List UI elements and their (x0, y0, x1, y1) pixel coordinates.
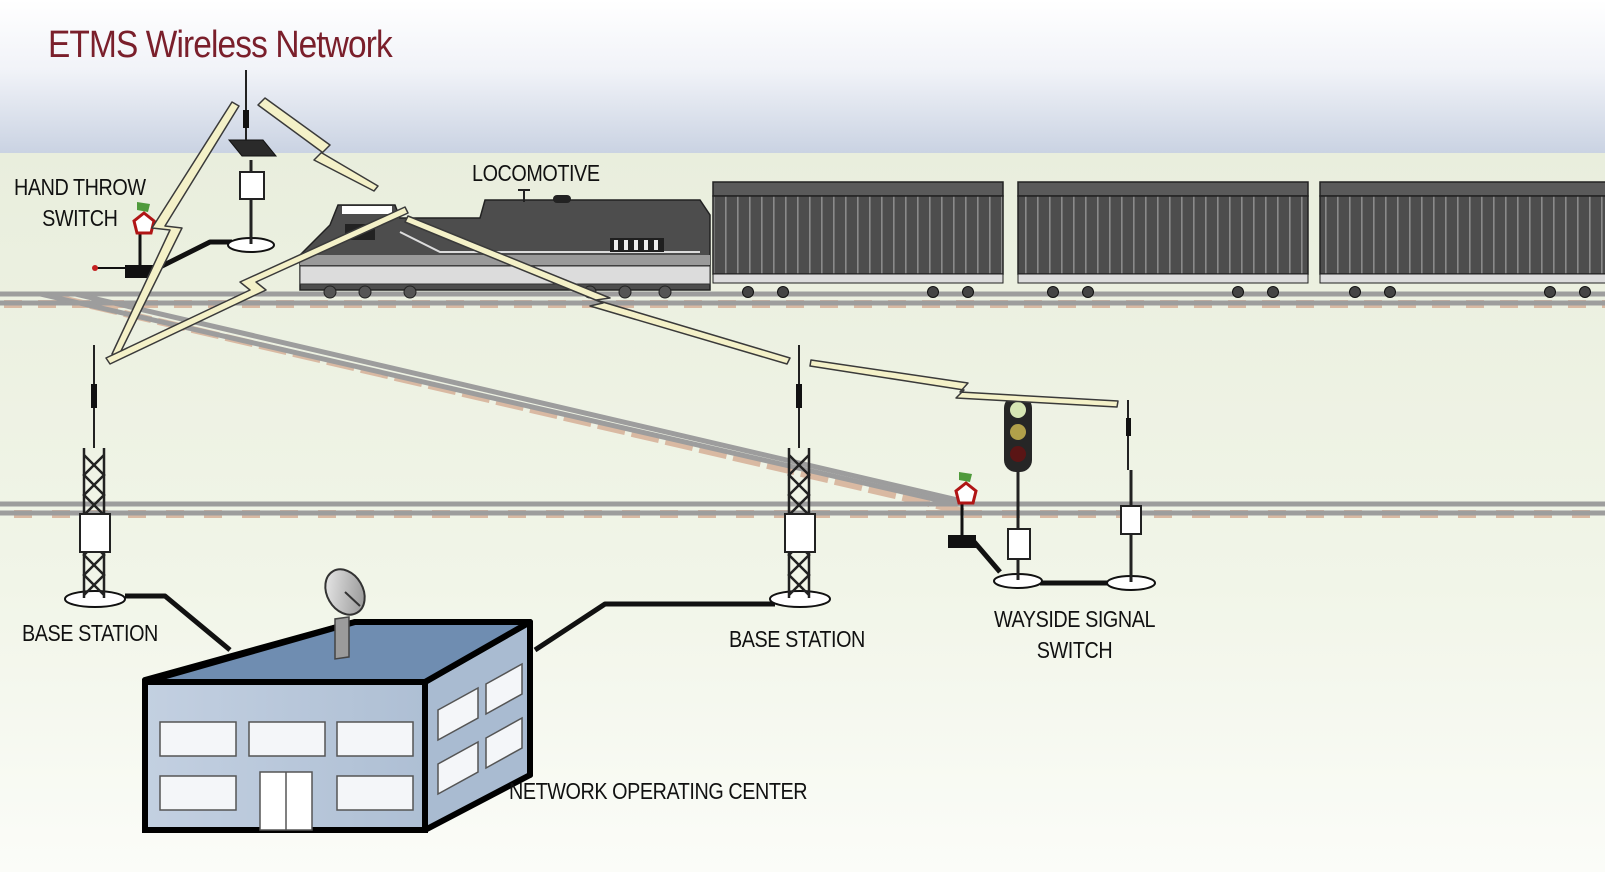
wayside-switch-stand-icon (948, 472, 978, 548)
sky (0, 0, 1605, 155)
tie (732, 453, 762, 468)
freight-car-1 (712, 181, 1004, 298)
freight-car-3 (1319, 181, 1605, 298)
upper-track-rails (0, 291, 1605, 306)
network-operating-center-building (142, 619, 533, 833)
locomotive-label: LOCOMOTIVE (472, 160, 600, 186)
signal-beam-locomotive-to-base-right (404, 215, 791, 365)
signal-beam-base-left-to-locomotive (105, 206, 409, 365)
signal-beam-solar-pole-to-locomotive (257, 97, 379, 192)
solar-antenna-pole-icon (227, 70, 278, 253)
base-station-left-label: BASE STATION (22, 620, 158, 646)
wayside-signal-switch-label: WAYSIDE SIGNAL SWITCH (994, 606, 1156, 663)
tie (833, 477, 863, 492)
base-station-left-tower-icon (64, 345, 126, 608)
hand-throw-switch-icon (92, 202, 156, 278)
freight-car-2 (1017, 181, 1309, 298)
page-title: ETMS Wireless Network (48, 24, 393, 66)
traffic-signal-icon (993, 396, 1043, 589)
freight-cars (712, 181, 1605, 298)
wayside-antenna-pole-icon (1106, 400, 1156, 591)
base-station-right-label: BASE STATION (729, 626, 865, 652)
base-station-right-tower-icon (769, 345, 831, 608)
locomotive-icon (299, 189, 711, 299)
signal-beam-base-left-to-solar-pole (111, 101, 240, 356)
tie (867, 485, 897, 500)
wireless-signal-beams (105, 97, 1119, 408)
satellite-dish-icon (324, 568, 366, 660)
network-operating-center-label: NETWORK OPERATING CENTER (509, 778, 808, 804)
hand-throw-switch-label: HAND THROW SWITCH (14, 174, 146, 231)
signal-beam-base-right-to-wayside (809, 359, 1119, 408)
